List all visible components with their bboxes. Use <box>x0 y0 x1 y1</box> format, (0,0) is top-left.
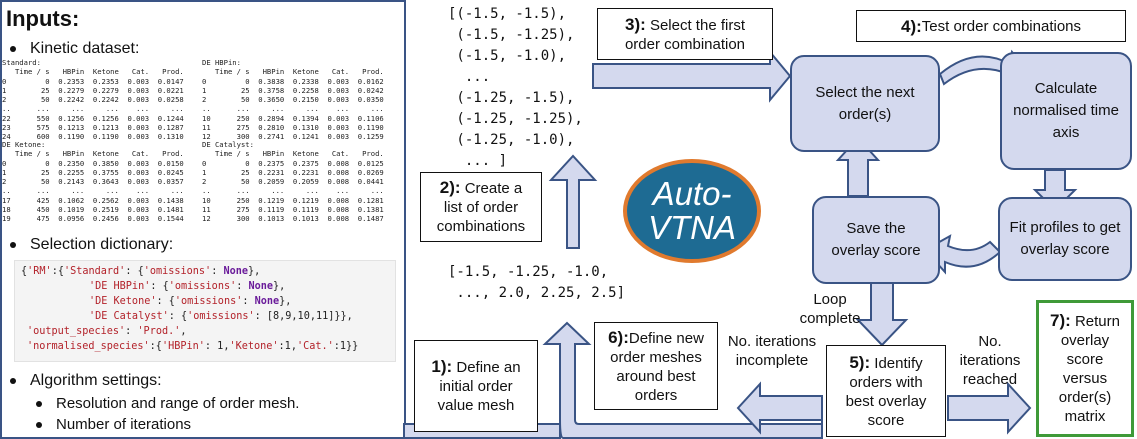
reached-arrow <box>947 381 1032 435</box>
step-7-number: 7): <box>1050 311 1071 330</box>
dict-line-2: 'DE HBPin': {'omissions': None}, <box>89 281 286 292</box>
step-7-text: Return <box>1070 313 1120 330</box>
step-1-text: Define an <box>452 359 521 376</box>
step-4-box: 4): Test order combinations <box>856 10 1126 42</box>
return-u-arrow <box>542 321 823 439</box>
step-7-text: matrix <box>1064 408 1106 425</box>
algo-item-text: Resolution and range of order mesh. <box>56 395 300 412</box>
incomplete-arrow <box>736 381 823 435</box>
table-de-ketone: DE Ketone: Time / s HBPin Ketone Cat. Pr… <box>2 140 184 224</box>
iterations-reached-label: No. iterations reached <box>959 333 1021 388</box>
step-1-box: 1): Define an initial order value mesh <box>414 340 538 432</box>
algo-item-text: Number of iterations <box>56 416 192 433</box>
bullet-dot <box>36 421 42 428</box>
step-2-text: Create a <box>460 180 523 197</box>
step-2-box: 2): Create a list of order combinations <box>420 172 542 242</box>
logo-text: Auto- <box>652 175 732 212</box>
inputs-title: Inputs: <box>6 6 79 32</box>
dict-line-5: 'output_species': 'Prod.', <box>27 326 187 337</box>
step-2-number: 2): <box>439 178 461 197</box>
step-3-text: Select the first <box>645 16 745 34</box>
step-6-text: orders <box>634 386 678 404</box>
step-7-text: score <box>1066 351 1104 368</box>
step-7-box: 7): Return overlay score versus order(s)… <box>1036 300 1134 437</box>
selection-dictionary-code: {'RM':{'Standard': {'omissions': None}, … <box>14 260 396 362</box>
dict-line-1: {'RM':{'Standard': {'omissions': None}, <box>21 266 261 277</box>
table-standard: Standard: Time / s HBPin Ketone Cat. Pro… <box>2 58 184 142</box>
inputs-title-text: Inputs <box>6 6 72 31</box>
step-1-text: value mesh <box>437 397 515 414</box>
table-de-hbpin: DE HBPin: Time / s HBPin Ketone Cat. Pro… <box>202 58 384 142</box>
selection-bullet: Selection dictionary: <box>10 236 173 254</box>
kinetic-bullet: Kinetic dataset: <box>10 40 139 58</box>
inputs-title-colon: : <box>72 6 80 31</box>
order-combination-list: [(-1.5, -1.5), (-1.5, -1.25), (-1.5, -1.… <box>448 6 583 169</box>
node-select-next-order: Select the next order(s) <box>790 55 940 152</box>
node-save-overlay-score: Save the overlay score <box>812 196 940 284</box>
step-6-text: order meshes <box>610 348 702 366</box>
step-2-text: list of order <box>443 199 519 216</box>
algo-label: Algorithm settings: <box>30 372 162 389</box>
algo-item-2: Number of iterations <box>36 416 191 433</box>
node-fit-profiles: Fit profiles to get overlay score <box>998 197 1132 281</box>
inputs-panel: Inputs: Kinetic dataset: Standard: Time … <box>0 0 406 439</box>
kinetic-label: Kinetic dataset: <box>30 40 140 57</box>
step-5-box: 5): Identify orders with best overlay sc… <box>826 345 946 437</box>
step-4-text: Test order combinations <box>921 17 1082 35</box>
loop-complete-arrow <box>855 282 909 347</box>
step-5-text: Identify <box>870 354 923 372</box>
step-1-text: initial order <box>439 378 513 395</box>
dict-line-3: 'DE Ketone': {'omissions': None}, <box>89 296 292 307</box>
loop-complete-label: Loop complete <box>799 291 861 327</box>
step-7-text: overlay <box>1060 332 1110 349</box>
bullet-dot <box>10 46 16 52</box>
step-6-text: around best <box>616 367 696 385</box>
iterations-incomplete-label: No. iterations incomplete <box>727 333 817 369</box>
list-to-loop-arrow <box>592 49 792 103</box>
step-5-text: best overlay <box>845 392 927 410</box>
step-7-text: versus <box>1062 370 1108 387</box>
step-3-box: 3): Select the first order combination <box>597 8 773 60</box>
bullet-dot <box>36 400 42 407</box>
dict-line-6: 'normalised_species':{'HBPin': 1,'Ketone… <box>27 341 359 352</box>
step-5-text: score <box>867 411 905 429</box>
selection-label: Selection dictionary: <box>30 236 174 253</box>
auto-vtna-logo: Auto- VTNA <box>623 159 761 263</box>
step-7-text: order(s) <box>1058 389 1112 406</box>
logo-text: VTNA <box>647 209 736 246</box>
node-calculate-time-axis: Calculate normalised time axis <box>1000 52 1132 170</box>
bullet-dot <box>10 242 16 248</box>
bullet-dot <box>10 378 16 384</box>
step-1-number: 1): <box>431 357 453 376</box>
dict-line-4: 'DE Catalyst': {'omissions': [8,9,10,11]… <box>89 311 353 322</box>
step-6-box: 6):Define new order meshes around best o… <box>594 322 718 410</box>
step-6-text: Define new <box>628 329 704 347</box>
step-2-text: combinations <box>436 218 526 235</box>
step-5-text: orders with <box>849 373 923 391</box>
step-5-number: 5): <box>849 352 871 372</box>
mesh-up-arrow <box>548 154 598 249</box>
step-4-number: 4): <box>900 16 922 36</box>
algo-item-1: Resolution and range of order mesh. <box>36 395 299 412</box>
step-3-text: order combination <box>624 35 746 53</box>
algo-bullet: Algorithm settings: <box>10 372 162 390</box>
step-6-number: 6): <box>608 327 629 347</box>
order-value-mesh: [-1.5, -1.25, -1.0, ..., 2.0, 2.25, 2.5] <box>448 264 626 301</box>
table-de-catalyst: DE Catalyst: Time / s HBPin Ketone Cat. … <box>202 140 384 224</box>
step-3-number: 3): <box>625 14 646 34</box>
